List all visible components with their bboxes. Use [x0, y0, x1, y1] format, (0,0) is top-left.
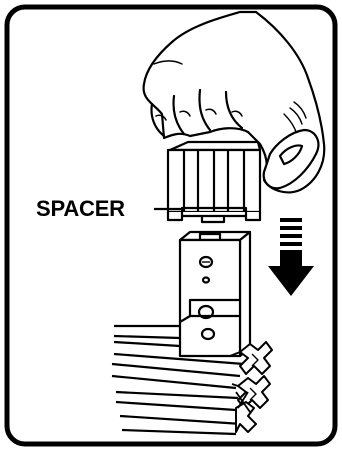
assembly-illustration [4, 4, 338, 447]
spacer-callout-label: SPACER [36, 198, 125, 220]
illustration-frame [4, 4, 338, 447]
vertical-post [180, 232, 250, 356]
